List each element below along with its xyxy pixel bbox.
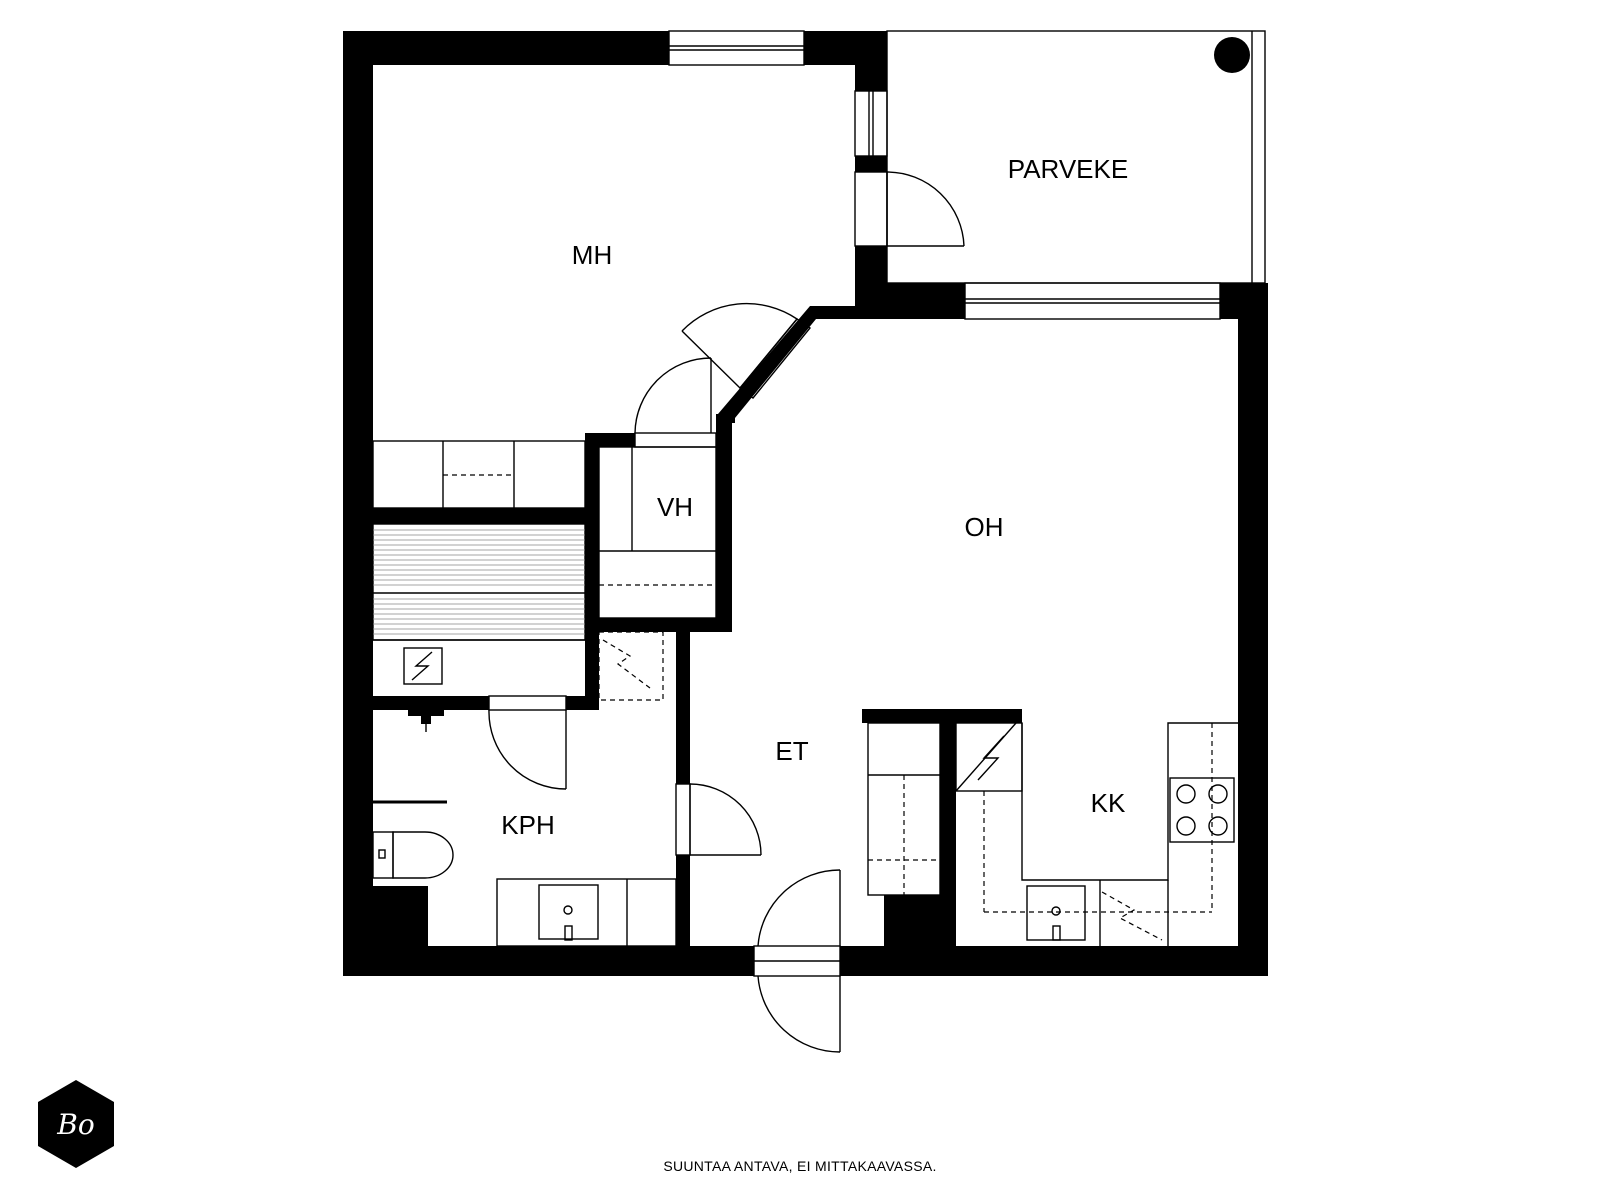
sauna-bench bbox=[372, 523, 586, 641]
disclaimer-note: SUUNTAA ANTAVA, EI MITTAKAAVASSA. bbox=[663, 1158, 937, 1174]
logo-text: Bo bbox=[56, 1108, 94, 1141]
room-label-vh: VH bbox=[657, 492, 693, 522]
brand-logo: Bo bbox=[38, 1080, 114, 1168]
fixtures bbox=[372, 440, 1238, 947]
stove-icon bbox=[1169, 777, 1235, 843]
hexagon-logo-icon bbox=[38, 1080, 114, 1168]
room-label-et: ET bbox=[775, 736, 808, 766]
sauna-heater-icon bbox=[403, 647, 443, 685]
room-label-kk: KK bbox=[1091, 788, 1126, 818]
room-labels: MH PARVEKE VH OH ET KPH KK bbox=[501, 154, 1128, 840]
bathroom-sink-icon bbox=[538, 884, 599, 940]
room-label-parveke: PARVEKE bbox=[1008, 154, 1128, 184]
walls bbox=[343, 31, 1268, 976]
room-label-oh: OH bbox=[965, 512, 1004, 542]
room-label-kph: KPH bbox=[501, 810, 554, 840]
shower-faucet-icon bbox=[408, 710, 444, 732]
toilet-icon bbox=[372, 831, 454, 879]
drain-icon bbox=[1214, 37, 1250, 73]
windows bbox=[668, 30, 1221, 320]
balcony bbox=[886, 30, 1266, 284]
kitchen-sink-icon bbox=[1026, 885, 1086, 941]
doors bbox=[488, 171, 965, 1053]
room-label-mh: MH bbox=[572, 240, 612, 270]
